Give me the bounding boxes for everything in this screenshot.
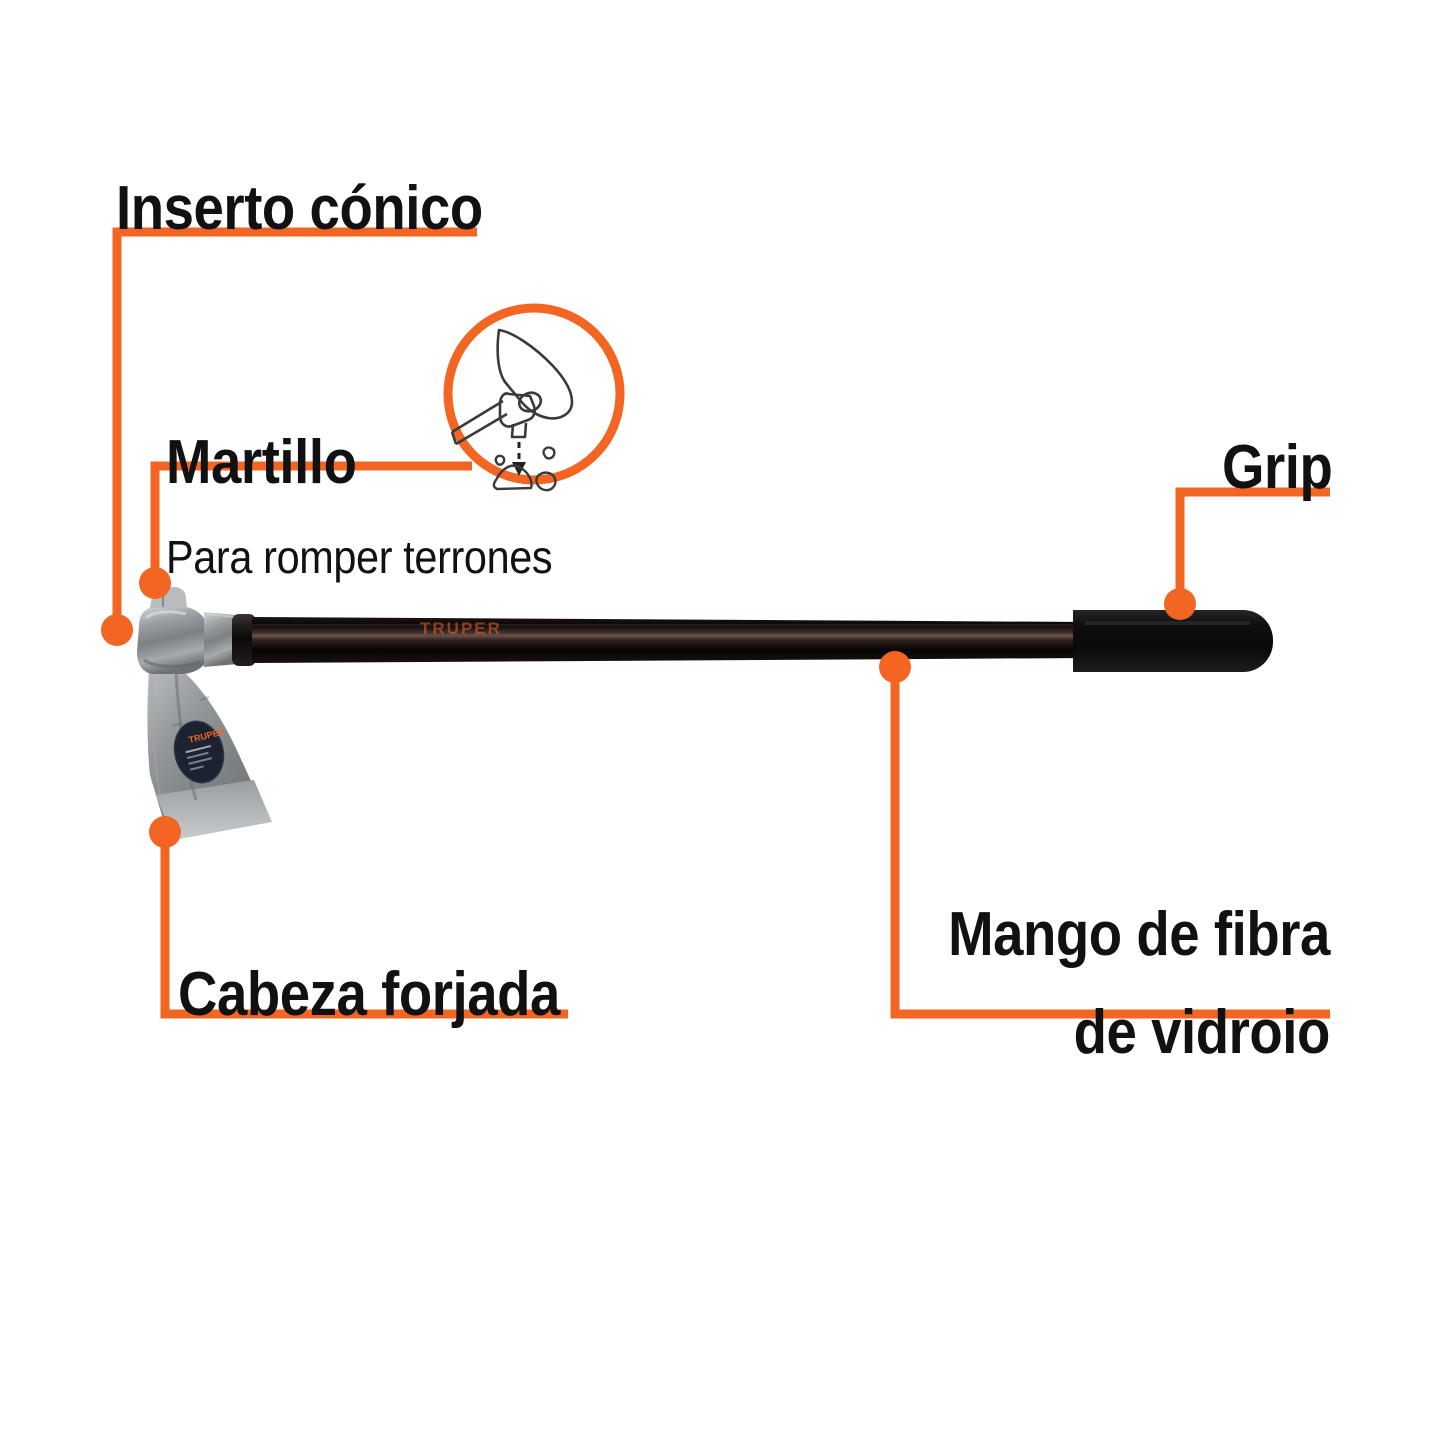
callout-title-martillo: Martillo bbox=[166, 428, 357, 497]
handle-brand-text: TRUPER bbox=[420, 619, 502, 638]
callout-label-inserto-conico: Inserto cónico bbox=[116, 146, 533, 272]
rubber-grip bbox=[1073, 610, 1273, 672]
hammer-detail-inset bbox=[443, 303, 625, 492]
fiberglass-handle: TRUPER bbox=[252, 617, 1090, 663]
inset-socket bbox=[498, 392, 537, 428]
inset-handle bbox=[451, 399, 504, 434]
callout-title-cabeza-forjada: Cabeza forjada bbox=[178, 960, 560, 1029]
callout-dot-grip bbox=[1164, 588, 1196, 620]
callout-title-mango-line2: de vidroio bbox=[1073, 998, 1331, 1067]
callout-label-mango: Mango de fibra de vidroio bbox=[896, 872, 1330, 1096]
callout-line-mango bbox=[890, 670, 1330, 1019]
callout-dot-inserto-conico bbox=[101, 614, 133, 646]
callout-dots bbox=[101, 567, 1196, 848]
inset-dirt-clods bbox=[492, 446, 557, 492]
callout-line-inserto-conico bbox=[112, 227, 477, 626]
callout-line-martillo bbox=[150, 461, 472, 580]
inset-ring bbox=[443, 303, 625, 485]
callout-title-grip: Grip bbox=[1222, 433, 1333, 502]
callout-dot-mango bbox=[879, 651, 911, 683]
conical-insert-socket bbox=[137, 587, 256, 674]
callout-label-cabeza-forjada: Cabeza forjada bbox=[178, 932, 612, 1058]
callout-label-martillo: Martillo Para romper terrones bbox=[166, 400, 595, 612]
callout-dot-martillo bbox=[139, 567, 171, 599]
callout-title-mango-line1: Mango de fibra bbox=[948, 900, 1330, 969]
inset-blade bbox=[496, 328, 574, 420]
callout-subtitle-martillo: Para romper terrones bbox=[166, 531, 553, 583]
callout-line-cabeza-forjada bbox=[160, 836, 568, 1019]
callout-dot-cabeza-forjada bbox=[149, 816, 181, 848]
product-sticker bbox=[174, 721, 224, 783]
forged-head: TRUPER bbox=[147, 668, 272, 840]
callout-title-inserto-conico: Inserto cónico bbox=[116, 174, 483, 243]
callout-label-grip: Grip bbox=[1222, 405, 1347, 531]
callout-line-grip bbox=[1175, 487, 1330, 601]
